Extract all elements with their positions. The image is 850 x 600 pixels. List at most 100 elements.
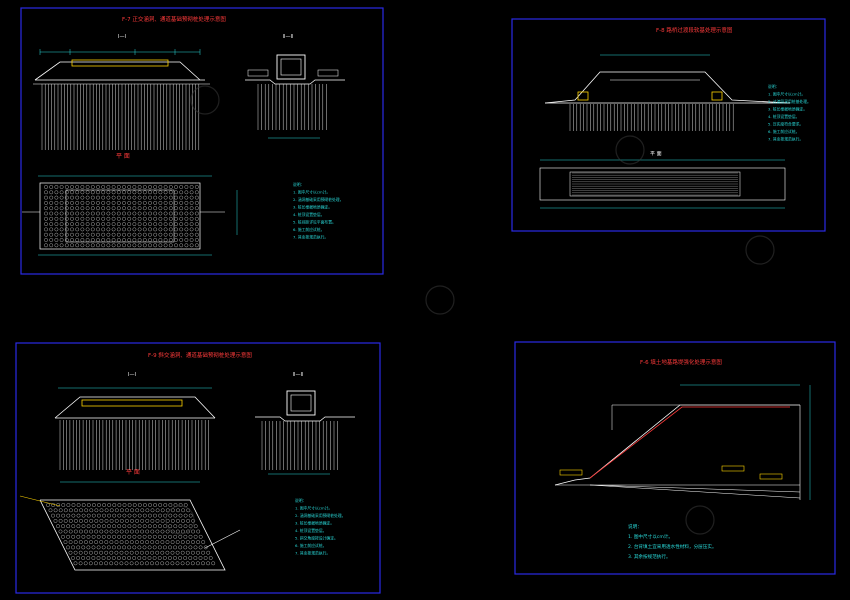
pile-dot [49,211,54,216]
pile-dot [142,227,147,232]
pile-dot [132,503,137,507]
pile-dot [75,211,80,216]
pile-dot [111,232,116,237]
pile-dot [127,216,132,221]
panel-4-title: F-6 填土地基路堤强化处理示意图 [640,358,722,366]
pile-dot [194,243,199,248]
pile-dot [104,529,109,534]
note-line: 4. 桩顶设置垫层。 [293,212,324,217]
pile-dot [97,503,101,507]
pile-dot [112,524,117,529]
pile-dot [157,556,162,560]
pile-dot [158,232,163,237]
pile-dot [173,534,178,539]
pile-dot [75,216,80,221]
panel-frame-2 [511,18,826,232]
pile-dot [157,545,162,550]
pile-dot [88,550,93,555]
pile-dot [167,556,172,560]
pile-dot [150,561,154,566]
pile-dot [80,232,85,237]
pile-dot [163,195,168,200]
pile-dot [91,524,96,529]
pile-dot [170,550,175,555]
pile-dot [137,216,142,221]
pile-dot [109,550,114,555]
pile-dot [168,206,173,211]
pile-dot [89,518,94,523]
pile-dot [70,211,74,216]
pile-dot [94,550,98,555]
section-ground [245,79,345,85]
panel-frame-4 [514,341,836,575]
pile-dot [75,200,80,205]
pile-dot [163,200,168,205]
panel-1-title: F-7 正交涵洞、通道基础预砌桩处理示意图 [122,15,226,23]
pile-dot [124,529,129,534]
pile-dot [193,556,198,560]
pile-dot [142,232,147,237]
pile-dot [175,561,180,566]
pile-dot [96,243,100,248]
pile-dot [168,190,173,195]
pile-dot [75,190,80,195]
pile-dot [148,190,152,195]
label-box [317,69,339,77]
pile-dot [90,243,95,248]
pile-dot [96,200,100,205]
pile-dot [101,222,106,227]
embankment-outline [544,71,791,104]
pile-dot [174,222,178,227]
pile-dot [81,545,86,550]
note-line: 3. 桩长根据地质确定。 [293,205,332,210]
pile-dot [165,529,170,534]
pile-dot [107,524,111,529]
pile-dot [168,195,173,200]
pile-dot [153,200,158,205]
pile-dot [129,540,134,545]
pile-dot [130,518,134,523]
pile-dot [147,545,152,550]
pile-dot [157,534,162,539]
pile-dot [160,561,165,566]
pile-dot [111,238,116,242]
pile-dot [147,513,152,518]
pile-dot [158,243,163,248]
pile-dot [180,540,185,545]
pile-dot [142,211,147,216]
pile-dot [96,232,100,237]
pile-dot [127,243,132,248]
pile-dot [106,216,111,221]
pile-dot [153,195,158,200]
pile-dot [163,216,168,221]
abutment [711,91,723,101]
pile-dot [64,211,69,216]
pile-dot [64,232,69,237]
pile-dot [178,534,183,539]
pile-dot [106,206,111,211]
pile-dot [107,503,112,507]
pile-dot [152,545,157,550]
pile-dot [90,190,95,195]
pile-dot [193,545,198,550]
pile-dot [111,556,116,560]
pile-dot [194,206,199,211]
pile-dot [174,200,178,205]
pile-dot [49,195,54,200]
pile-dot [53,508,58,513]
watermark-mark [190,85,220,115]
pile-dot [89,529,94,534]
pile-dot [127,513,132,518]
pile-dot [70,216,74,221]
pile-dot [122,211,126,216]
pile-dot [49,206,54,211]
pile-dot [78,529,83,534]
pile-dot [132,222,137,227]
pile-dot [116,243,121,248]
pile-dot [160,529,165,534]
pile-dot [190,561,195,566]
pile-dot [137,524,142,529]
pile-dot [122,556,126,560]
pile-dot [127,190,132,195]
